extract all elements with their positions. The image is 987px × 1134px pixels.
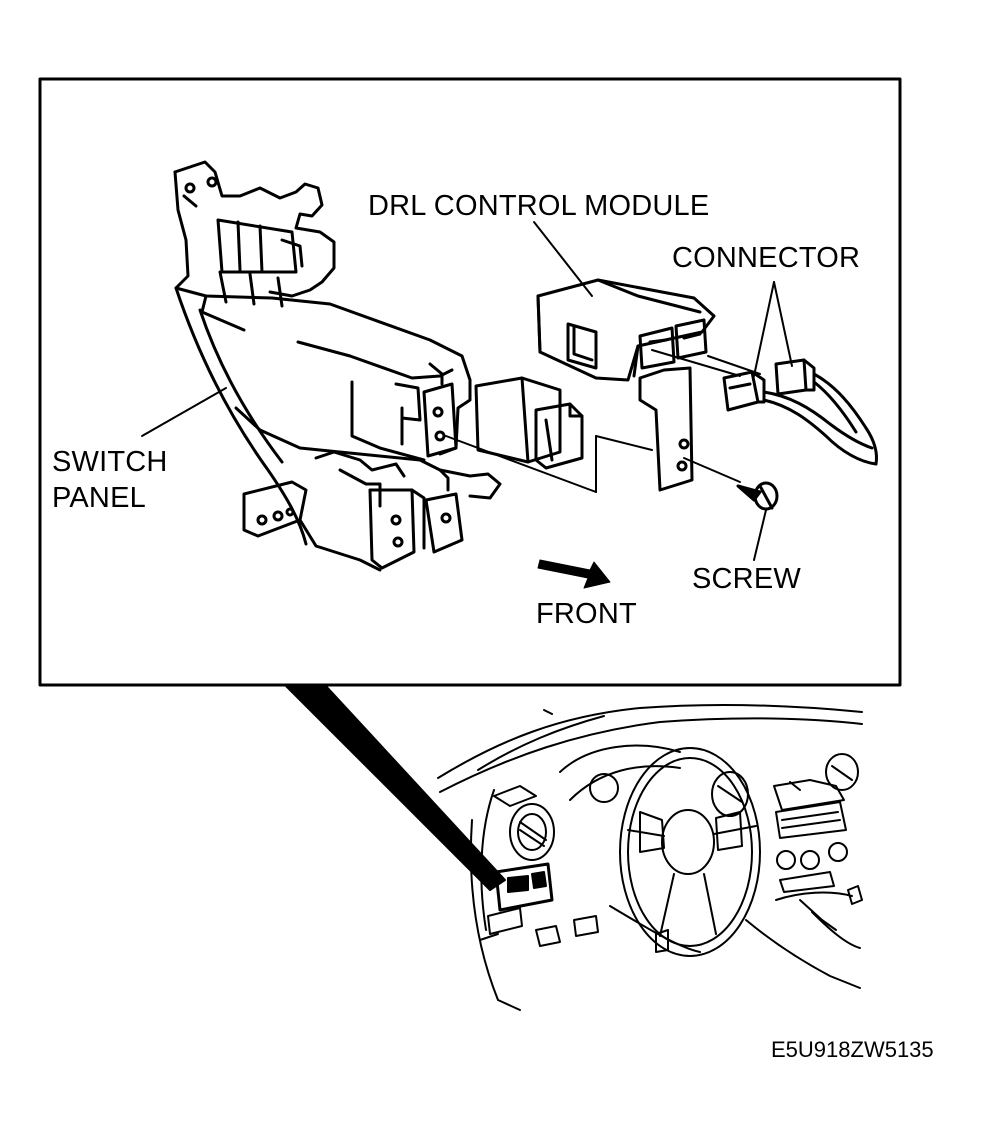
drl-module-illustration	[536, 278, 716, 492]
dashboard-illustration	[437, 704, 863, 1011]
switch-panel-label-line2: PANEL	[52, 482, 146, 514]
zoom-wedge	[284, 684, 506, 891]
front-arrow-icon	[537, 559, 611, 589]
front-label: FRONT	[536, 598, 637, 630]
connector-illustration	[722, 358, 878, 466]
switch-panel-illustration	[173, 160, 502, 572]
screw-illustration	[736, 481, 779, 511]
drl-control-module-label: DRL CONTROL MODULE	[368, 190, 710, 222]
leader-lines	[141, 221, 793, 561]
figure-code: E5U918ZW5135	[771, 1037, 934, 1062]
switch-panel-label-line1: SWITCH	[52, 446, 168, 478]
install-guide-lines	[445, 349, 761, 493]
screw-label: SCREW	[692, 563, 801, 595]
detail-frame	[38, 77, 902, 687]
adapter-plug	[474, 376, 584, 470]
connector-label: CONNECTOR	[672, 242, 861, 274]
